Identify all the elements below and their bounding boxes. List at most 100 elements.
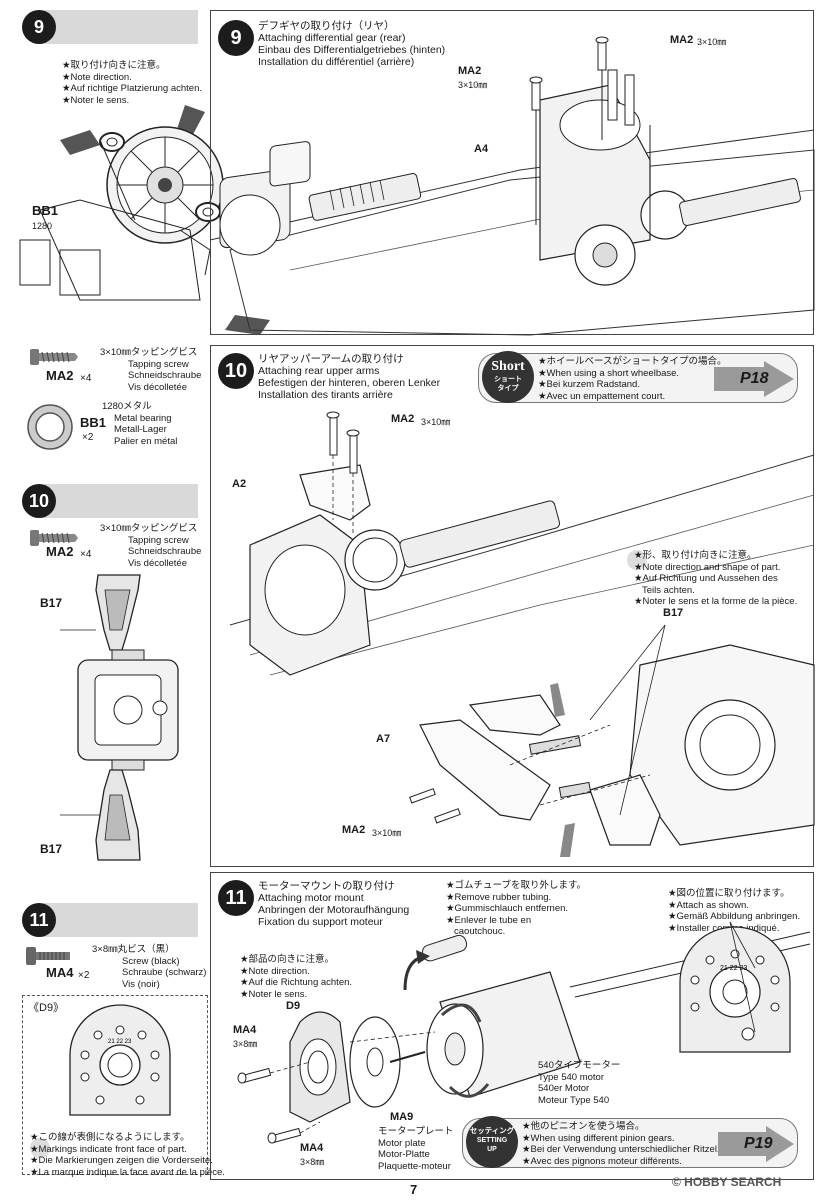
upper-arm-a2: [299, 464, 371, 521]
note-marker: [30, 1138, 50, 1158]
note-line: ★ゴムチューブを取り外します。: [446, 880, 586, 891]
note-line: ★Enlever le tube en: [446, 914, 532, 926]
setting-badge-line: セッティング: [469, 1126, 515, 1135]
side-step-11-badge: 11: [22, 903, 56, 937]
ma2-code: MA2: [46, 368, 74, 383]
desc-line: Metall-Lager: [114, 424, 167, 435]
note-line: ★取り付け向きに注意。: [62, 60, 166, 71]
go-to-page-arrow-icon: [714, 361, 794, 397]
ma2-top-size: 3×10㎜: [421, 417, 451, 427]
title-line: Einbau des Differentialgetriebes (hinten…: [258, 44, 446, 56]
note-line: Teils achten.: [642, 584, 695, 596]
note-line: ★Avec des pignons moteur différents.: [522, 1155, 682, 1167]
side-step-10-badge: 10: [22, 484, 56, 518]
shape-notes: ★形、取り付け向きに注意。 ★Note direction and shape …: [634, 550, 797, 608]
step-11-diagram: 21 22 23: [237, 921, 811, 1144]
machine-screw-icon: [26, 947, 70, 965]
direction-notes: ★部品の向きに注意。 ★Note direction. ★Auf die Ric…: [240, 954, 352, 1000]
desc-line: Tapping screw: [128, 534, 189, 546]
step-10-title: リヤアッパーアームの取り付け Attaching rear upper arms…: [258, 353, 440, 401]
ma4-desc: 3×8㎜丸ビス（黒） Screw (black) Schraube (schwa…: [92, 944, 206, 990]
note-line: ★Noter le sens.: [240, 988, 308, 1000]
desc-line: Schneidschraube: [128, 546, 202, 557]
ma2-qty: ×4: [80, 549, 92, 560]
desc-line: モータープレート: [378, 1126, 454, 1137]
title-line: Attaching motor mount: [258, 892, 364, 904]
d9-motor-mount-illustration: 21 22 23: [69, 1004, 171, 1116]
watermark: © HOBBY SEARCH: [672, 1175, 782, 1189]
note-line: ★Noter le sens et la forme de la pièce.: [634, 596, 798, 607]
note-line: ★Attach as shown.: [668, 899, 749, 911]
note-line: ★Remove rubber tubing.: [446, 891, 552, 903]
b17-label: B17: [663, 607, 684, 619]
b17-arm: [468, 694, 561, 736]
ma2-bottom-size: 3×10㎜: [372, 828, 402, 838]
note-line: ★他のピニオンを使う場合。: [522, 1121, 645, 1132]
svg-text:21 22 23: 21 22 23: [720, 965, 747, 972]
short-type-badge: Short ショート タイプ: [482, 351, 534, 403]
step-11-title: モーターマウントの取り付け Attaching motor mount Anbr…: [258, 880, 409, 928]
title-line: モーターマウントの取り付け: [258, 880, 395, 892]
ma2-desc: 3×10㎜タッピングビス Tapping screw Schneidschrau…: [100, 347, 201, 393]
page-number: 7: [410, 1182, 418, 1197]
note-line: ★形、取り付け向きに注意。: [634, 550, 757, 561]
a2-label: A2: [232, 478, 247, 490]
b17-arm: [589, 774, 661, 846]
note-line: ★Bei kurzem Radstand.: [538, 379, 640, 390]
ma4-top-label: MA4: [233, 1024, 257, 1036]
note-line: caoutchouc.: [454, 926, 506, 937]
note-line: ★Auf richtige Platzierung achten.: [62, 83, 203, 94]
note-line: ★Die Markierungen zeigen die Vorderseite…: [30, 1155, 213, 1166]
note-line: ★Auf Richtung und Aussehen des: [634, 573, 778, 584]
desc-line: Type 540 motor: [538, 1071, 605, 1083]
desc-line: Plaquette-moteur: [378, 1160, 451, 1172]
ma4-bottom-size: 3×8㎜: [300, 1157, 325, 1167]
setting-badge-line: SETTING: [476, 1137, 508, 1144]
title-line: Attaching rear upper arms: [258, 365, 380, 377]
step-10-panel: [210, 345, 814, 867]
ma2-qty: ×4: [80, 373, 92, 384]
note-line: ★Avec un empattement court.: [538, 390, 666, 402]
title-line: Attaching differential gear (rear): [258, 32, 406, 44]
step-11-panel: [210, 872, 814, 1180]
desc-line: 1280メタル: [102, 401, 152, 412]
setting-page-ref[interactable]: P19: [744, 1135, 773, 1152]
short-page-ref[interactable]: P18: [740, 370, 769, 387]
note-line: ★When using different pinion gears.: [522, 1132, 675, 1144]
step-10-diagram: [229, 411, 815, 857]
d9-detail-label: 《D9》: [28, 1002, 65, 1014]
note-line: ★Note direction.: [62, 71, 132, 83]
note-line: ★La marque indique la face avant de la p…: [30, 1166, 225, 1178]
desc-line: Vis (noir): [122, 978, 160, 990]
title-line: Fixation du support moteur: [258, 916, 383, 928]
step-9-diagram: [209, 36, 815, 336]
ma4-bottom-label: MA4: [300, 1142, 324, 1154]
d9-marking-notes: ★この線が表側になるようにします。 ★Markings indicate fro…: [30, 1132, 225, 1178]
side-step-9-notes: ★取り付け向きに注意。 ★Note direction. ★Auf richti…: [62, 60, 202, 106]
note-line: ★Gemäß Abbildung anbringen.: [668, 911, 801, 922]
ma4-top-size: 3×8㎜: [233, 1039, 258, 1049]
title-line: Anbringen der Motoraufhängung: [258, 904, 410, 916]
note-line: ★Markings indicate front face of part.: [30, 1143, 187, 1155]
diff-gear-side-illustration: [19, 105, 270, 335]
pinion-setting-note[interactable]: [462, 1118, 798, 1168]
bb1-desc: 1280メタル Metal bearing Metall-Lager Palie…: [102, 401, 177, 447]
desc-line: Motor-Platte: [378, 1149, 430, 1160]
title-line: Installation du différentiel (arrière): [258, 56, 415, 68]
tapping-screw-icon: [30, 349, 78, 365]
step-9-title: デフギヤの取り付け（リヤ） Attaching differential gea…: [258, 20, 445, 68]
note-line: ★Bei der Verwendung unterschiedlicher Ri…: [522, 1144, 720, 1155]
title-line: リヤアッパーアームの取り付け: [258, 353, 404, 365]
ma2-top-label: MA2: [670, 34, 694, 46]
tube-notes: ★ゴムチューブを取り外します。 ★Remove rubber tubing. ★…: [446, 880, 586, 938]
title-line: Befestigen der hinteren, oberen Lenker: [258, 377, 441, 389]
d9-detail-box: [22, 995, 208, 1175]
desc-line: Palier en métal: [114, 435, 178, 447]
note-line: ★When using a short wheelbase.: [538, 367, 680, 379]
note-line: ★Note direction.: [240, 965, 310, 977]
side-bb1-label: BB1: [32, 203, 59, 218]
note-line: ★Note direction and shape of part.: [634, 561, 781, 573]
desc-line: Schraube (schwarz): [122, 967, 207, 978]
step-9-badge: 9: [218, 20, 254, 56]
side-bb1-sub: 1280: [32, 221, 53, 231]
